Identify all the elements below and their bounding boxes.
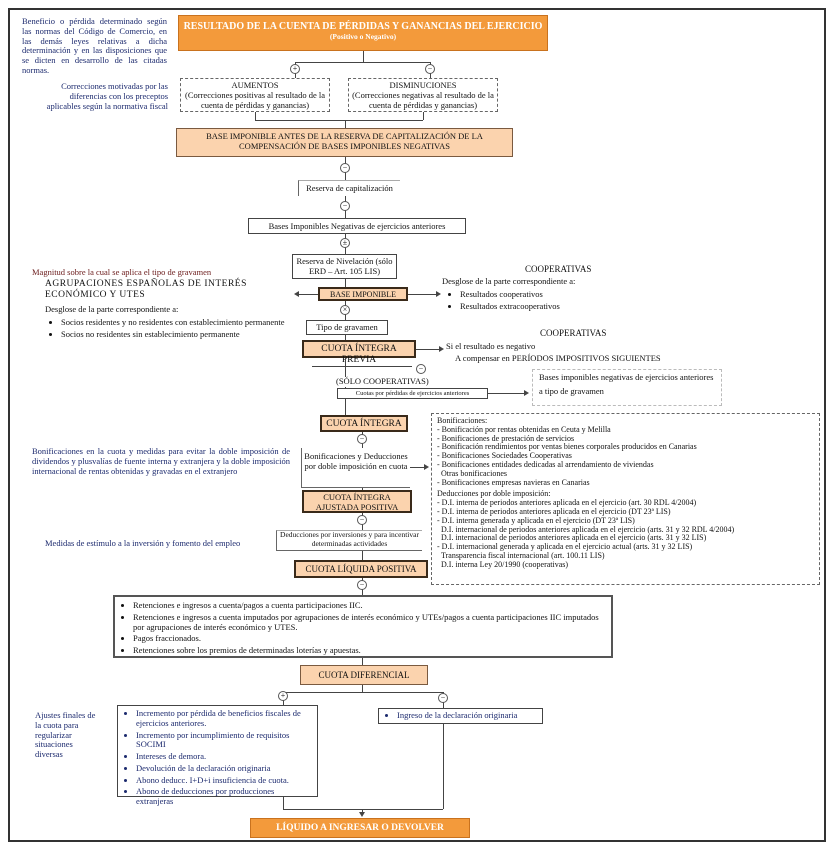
list-item: D.I. internacional de periodos anteriore… — [441, 533, 707, 543]
list-item: Retenciones e ingresos a cuenta/pagos a … — [133, 600, 603, 611]
plusminus-sign-icon: ± — [340, 238, 350, 248]
arrow-down-icon — [359, 812, 365, 817]
list-item: - Bonificaciones empresas navieras en Ca… — [437, 477, 590, 487]
list-item: - D.I. interna generada y aplicada en el… — [437, 515, 635, 525]
aumentos-desc: (Correcciones positivas al resultado de … — [185, 89, 325, 110]
note-medidas: Medidas de estímulo a la inversión y fom… — [45, 538, 241, 548]
disminuciones-desc: (Correcciones negativas al resultado de … — [352, 89, 494, 110]
list-item: Retenciones sobre los premios de determi… — [133, 645, 603, 656]
cuotas-perdidas-box: Cuotas por pérdidas de ejercicios anteri… — [337, 388, 488, 399]
list-item: Abono de deducciones por producciones ex… — [136, 787, 313, 807]
cooperativas-list: Resultados cooperativos Resultados extra… — [446, 289, 560, 314]
list-item: Pagos fraccionados. — [133, 634, 603, 644]
list-item: Resultados extracooperativos — [460, 301, 560, 312]
disminuciones-box: DISMINUCIONES (Correcciones negativas al… — [348, 78, 498, 112]
list-item: - D.I. interna de periodos anteriores ap… — [437, 506, 671, 516]
list-item: Resultados cooperativos — [460, 289, 560, 300]
note-correcciones: Correcciones motivadas por las diferenci… — [46, 81, 168, 111]
resultado-box: RESULTADO DE LA CUENTA DE PÉRDIDAS Y GAN… — [178, 15, 548, 51]
list-item: Socios residentes y no residentes con es… — [61, 317, 291, 328]
bases-coop-box: Bases imponibles negativas de ejercicios… — [532, 369, 722, 406]
cooperativas-desglose: Desglose de la parte correspondiente a: — [442, 276, 576, 286]
list-item: Otras bonificaciones — [441, 468, 507, 478]
list-item: Intereses de demora. — [136, 751, 313, 762]
bases-coop-line2: a tipo de gravamen — [539, 385, 604, 396]
list-item: - D.I. interna de periodos anteriores ap… — [437, 498, 697, 508]
aumentos-box: AUMENTOS (Correcciones positivas al resu… — [180, 78, 330, 112]
list-item: Socios no residentes sin establecimiento… — [61, 329, 291, 340]
list-item: D.I. internacional de periodos anteriore… — [441, 524, 735, 534]
list-item: Abono deducc. I+D+i insuficiencia de cuo… — [136, 775, 313, 786]
bases-coop-line1: Bases imponibles negativas de ejercicios… — [539, 372, 714, 382]
minus-sign-icon: − — [340, 201, 350, 211]
base-previa-box: BASE IMPONIBLE ANTES DE LA RESERVA DE CA… — [176, 128, 513, 157]
minus-sign-icon: − — [416, 364, 426, 374]
cuota-liquida-box: CUOTA LÍQUIDA POSITIVA — [294, 560, 428, 578]
cooperativas2-line2: A compensar en PERÍODOS IMPOSITIVOS SIGU… — [455, 353, 661, 363]
ingreso-box: Ingreso de la declaración originaria — [378, 708, 543, 724]
deduc-inversiones-box: Deducciones por inversiones y para incen… — [276, 530, 422, 551]
ajustes-box: Incremento por pérdida de beneficios fis… — [117, 705, 318, 806]
disminuciones-title: DISMINUCIONES — [389, 80, 457, 90]
minus-sign-icon: − — [357, 580, 367, 590]
cooperativas2-title: COOPERATIVAS — [540, 328, 607, 338]
base-imponible-box: BASE IMPONIBLE — [318, 287, 408, 301]
arrow-right-icon — [424, 464, 429, 470]
minus-sign-icon: − — [357, 434, 367, 444]
arrow-right-icon — [439, 346, 444, 352]
agrupaciones-title: AGRUPACIONES ESPAÑOLAS DE INTERÉS ECONÓM… — [45, 279, 247, 300]
list-item: - D.I. internacional generada y aplicada… — [437, 542, 693, 552]
plus-sign-icon: + — [290, 64, 300, 74]
list-item: Incremento por pérdida de beneficios fis… — [136, 708, 313, 729]
bonif-title: Bonificaciones: — [437, 416, 488, 425]
note-ajustes: Ajustes finales de la cuota para regular… — [35, 710, 96, 760]
minus-sign-icon: − — [438, 693, 448, 703]
deduc-title: Deducciones por doble imposición: — [437, 489, 551, 499]
cooperativas2-line1: Si el resultado es negativo — [446, 341, 536, 351]
agrupaciones-list: Socios residentes y no residentes con es… — [47, 317, 291, 342]
liquido-box: LÍQUIDO A INGRESAR O DEVOLVER — [250, 818, 470, 838]
minus-sign-icon: − — [357, 515, 367, 525]
list-item: D.I. interna Ley 20/1990 (cooperativas) — [441, 559, 569, 569]
cooperativas-title: COOPERATIVAS — [525, 264, 592, 274]
resultado-subtitle: (Positivo o Negativo) — [329, 31, 397, 41]
arrow-left-icon — [294, 291, 299, 297]
tipo-gravamen-box: Tipo de gravamen — [306, 320, 388, 335]
aumentos-title: AUMENTOS — [231, 80, 279, 90]
note-bonificaciones: Bonificaciones en la cuota y medidas par… — [32, 446, 290, 476]
cuota-ajustada-box: CUOTA ÍNTEGRA AJUSTADA POSITIVA — [302, 490, 412, 513]
list-item: - Bonificación por rentas obtenidas en C… — [437, 424, 611, 434]
cuota-diferencial-box: CUOTA DIFERENCIAL — [300, 665, 428, 685]
diagram-frame — [8, 8, 826, 842]
plus-sign-icon: + — [278, 691, 288, 701]
list-item: - Bonificación rendimientos por ventas b… — [437, 442, 697, 452]
minus-sign-icon: − — [425, 64, 435, 74]
solo-cooperativas-label: (SÓLO COOPERATIVAS) — [336, 376, 429, 387]
list-item: - Bonificaciones de prestación de servic… — [437, 433, 575, 443]
retenciones-box: Retenciones e ingresos a cuenta/pagos a … — [113, 595, 613, 658]
bonif-deduc-box: Bonificaciones y Deducciones por doble i… — [301, 448, 410, 488]
magnitud-note: Magnitud sobre la cual se aplica el tipo… — [32, 267, 212, 277]
minus-sign-icon: − — [340, 163, 350, 173]
list-item: - Bonificaciones entidades dedicadas al … — [437, 459, 654, 469]
agrupaciones-desglose: Desglose de la parte correspondiente a: — [45, 304, 179, 314]
reserva-nivelacion-box: Reserva de Nivelación (sólo ERD – Art. 1… — [292, 254, 397, 279]
list-item: Transparencia fiscal internacional (art.… — [441, 550, 605, 560]
resultado-title: RESULTADO DE LA CUENTA DE PÉRDIDAS Y GAN… — [183, 21, 543, 32]
reserva-capitalizacion-box: Reserva de capitalización — [298, 180, 400, 196]
arrow-right-icon — [524, 390, 529, 396]
note-resultado: Beneficio o pérdida determinado según la… — [22, 16, 167, 75]
cuota-previa-box: CUOTA ÍNTEGRA PREVIA — [302, 340, 416, 365]
bases-negativas-box: Bases Imponibles Negativas de ejercicios… — [248, 218, 466, 234]
bonificaciones-deducciones-box: Bonificaciones: - Bonificación por renta… — [431, 413, 820, 585]
list-item: Ingreso de la declaración originaria — [397, 710, 538, 721]
multiply-sign-icon: × — [340, 305, 350, 315]
list-item: Devolución de la declaración originaria — [136, 763, 313, 774]
arrow-right-icon — [436, 291, 441, 297]
list-item: - Bonificaciones Sociedades Cooperativas — [437, 451, 572, 461]
list-item: Retenciones e ingresos a cuenta imputado… — [133, 612, 603, 633]
cuota-integra-box: CUOTA ÍNTEGRA — [320, 415, 408, 432]
list-item: Incremento por incumplimiento de requisi… — [136, 730, 313, 751]
